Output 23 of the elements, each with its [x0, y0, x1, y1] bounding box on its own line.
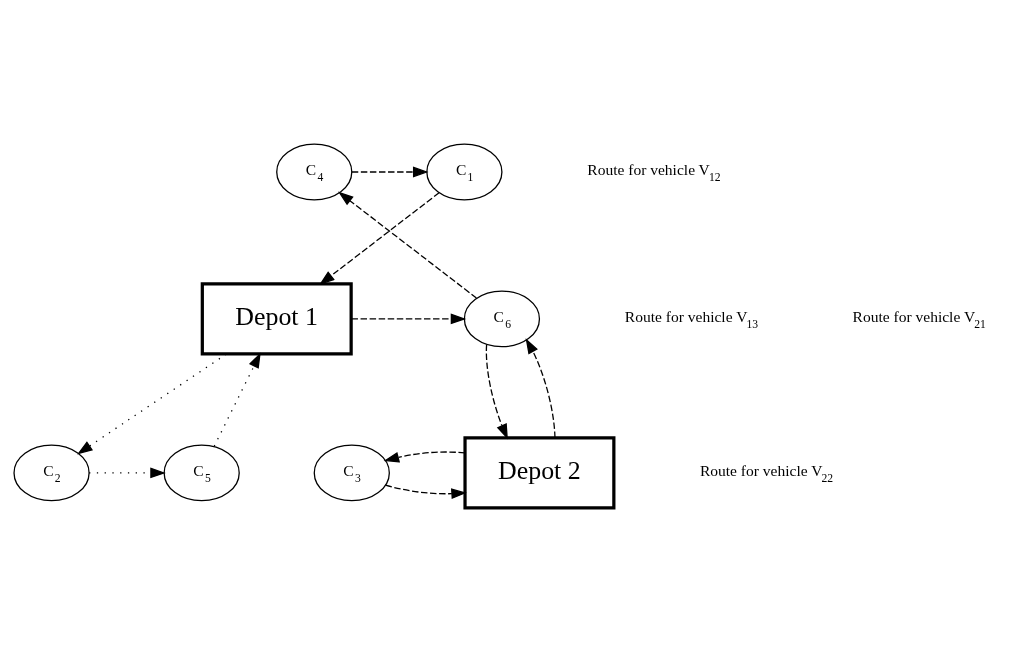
arrow	[350, 312, 467, 324]
node-ellipse: C$_{3}$	[313, 443, 390, 501]
node-ellipse: C$_{1}$	[426, 143, 503, 200]
arrow	[213, 351, 261, 447]
node-ellipse: C$_{2}$	[13, 443, 90, 501]
arrow	[338, 191, 478, 299]
label: Route for vehicle V$_{12}$	[587, 160, 721, 184]
label: Route for vehicle V$_{22}$	[699, 461, 834, 485]
arrow	[384, 484, 467, 499]
node-box: Depot 2	[463, 435, 616, 509]
node-ellipse: C$_{4}$	[276, 143, 353, 200]
arrow	[485, 343, 508, 440]
label: Route for vehicle V$_{21}$	[852, 307, 986, 331]
node-ellipse: C$_{6}$	[463, 289, 541, 347]
arrow	[88, 466, 166, 478]
node-box: Depot 1	[200, 281, 353, 355]
arrow	[77, 353, 227, 454]
node-ellipse: C$_{5}$	[163, 443, 240, 501]
arrow	[351, 166, 429, 177]
arrow	[383, 450, 466, 462]
arrow	[319, 191, 440, 285]
label: Route for vehicle V$_{13}$	[624, 307, 759, 331]
arrow	[525, 337, 556, 439]
